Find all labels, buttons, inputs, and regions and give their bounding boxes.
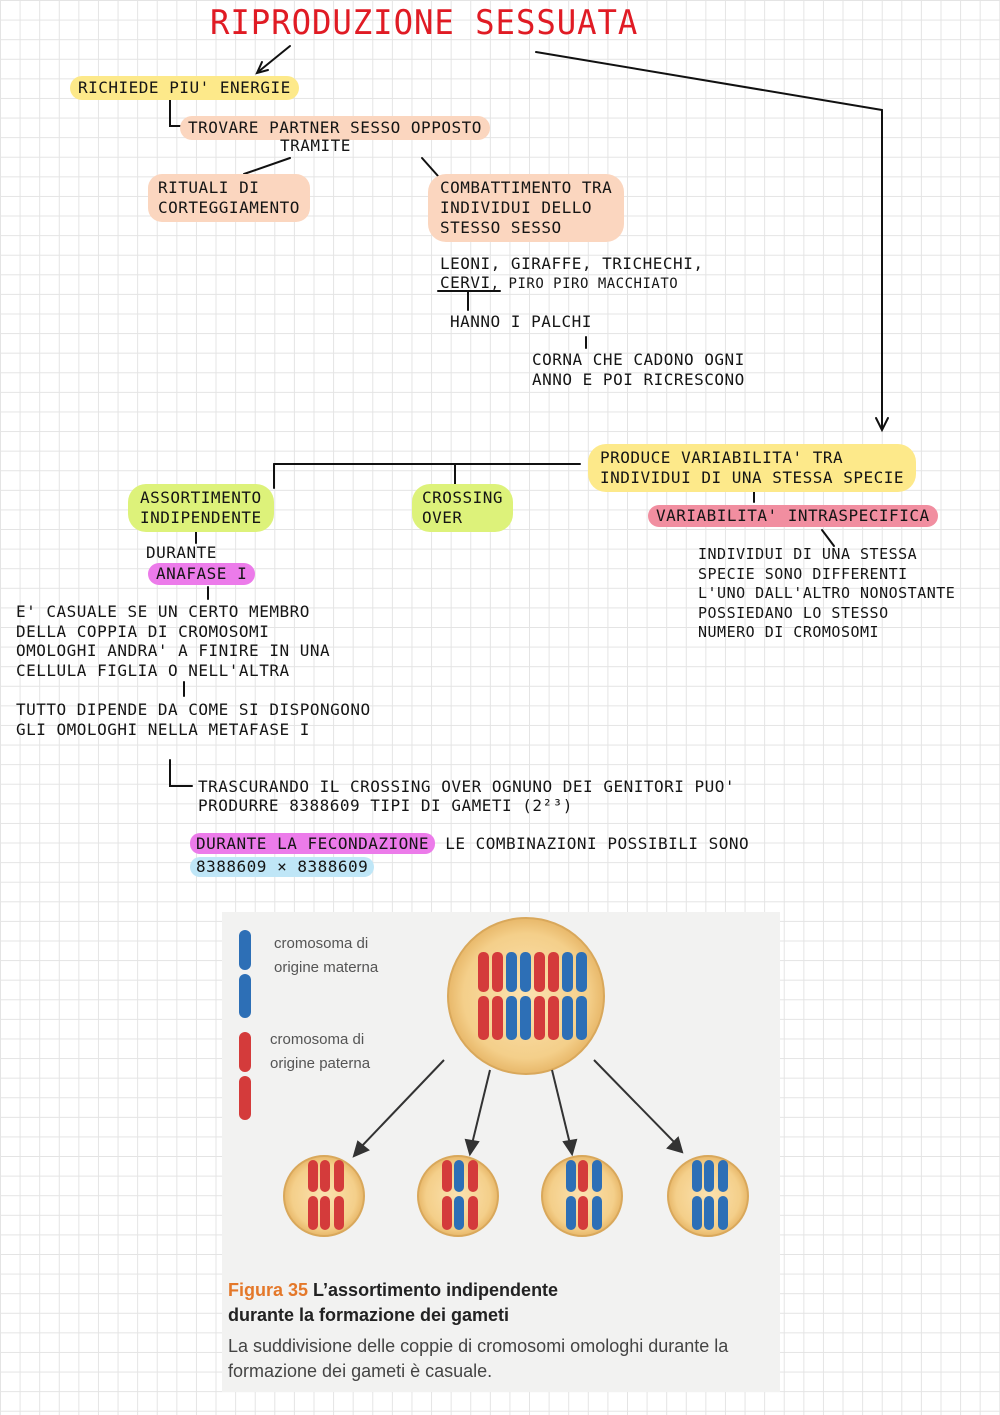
casual-line-3: OMOLOGHI ANDRA' A FINIRE IN UNA [16, 641, 331, 660]
fecondazione-label: DURANTE LA FECONDAZIONE [190, 833, 436, 854]
gamete-cell-3 [541, 1155, 623, 1237]
figure-title-line-2: durante la formazione dei gameti [228, 1305, 510, 1325]
assortment-box: ASSORTIMENTO INDIPENDENTE [128, 484, 274, 532]
fight-line-1: COMBATTIMENTO TRA [440, 178, 613, 197]
corna-line-2: ANNO E POI RICRESCONO [532, 370, 745, 389]
connector-lines [169, 45, 889, 787]
crossing-line-2: OVER [422, 508, 463, 527]
intra-desc-line-3: L'UNO DALL'ALTRO NONOSTANTE [698, 584, 956, 602]
combinations-label: LE COMBINAZIONI POSSIBILI SONO [435, 834, 750, 853]
animals-line-1: LEONI, GIRAFFE, TRICHECHI, [440, 254, 704, 273]
fight-line-3: STESSO SESSO [440, 218, 562, 237]
rituals-box: RITUALI DI CORTEGGIAMENTO [148, 174, 310, 222]
anafase-label: ANAFASE I [148, 563, 256, 585]
casual-line-1: E' CASUALE SE UN CERTO MEMBRO [16, 602, 310, 621]
casual-line-2: DELLA COPPIA DI CROMOSOMI [16, 621, 270, 641]
intra-desc-line-4: POSSIEDANO LO STESSO [698, 603, 889, 622]
rituals-line-2: CORTEGGIAMENTO [158, 198, 300, 217]
legend-maternal-line-2: origine materna [274, 959, 379, 976]
figure-illustration [239, 917, 749, 1237]
gamete-cell-2 [417, 1155, 499, 1237]
crossing-box: CROSSING OVER [412, 484, 514, 532]
fecondazione-line: DURANTE LA FECONDAZIONE LE COMBINAZIONI … [190, 833, 750, 854]
durante-label: DURANTE [146, 543, 217, 562]
textbook-figure: cromosoma di origine materna cromosoma d… [222, 912, 780, 1392]
assortment-line-2: INDIPENDENTE [140, 508, 262, 527]
intraspecific-desc: INDIVIDUI DI UNA STESSA SPECIE SONO DIFF… [698, 545, 955, 643]
intra-desc-line-5: NUMERO DI CROMOSOMI [698, 623, 880, 641]
legend-maternal-chromosome [239, 930, 251, 1018]
crossing-line-1: CROSSING [422, 488, 504, 507]
assortment-line-1: ASSORTIMENTO [140, 488, 262, 507]
variability-box: PRODUCE VARIABILITA' TRA INDIVIDUI DI UN… [588, 444, 916, 492]
intra-desc-line-2: SPECIE SONO DIFFERENTI [698, 564, 908, 583]
fight-line-2: INDIVIDUI DELLO [440, 198, 592, 217]
intraspecific-label: VARIABILITA' INTRASPECIFICA [648, 505, 938, 527]
depends-line-1: TUTTO DIPENDE DA COME SI DISPONGONO [16, 700, 371, 719]
gamete-cell-1 [283, 1155, 365, 1237]
parent-cell [447, 917, 605, 1075]
fight-box: COMBATTIMENTO TRA INDIVIDUI DELLO STESSO… [428, 174, 625, 242]
depends-text: TUTTO DIPENDE DA COME SI DISPONGONO GLI … [16, 700, 371, 739]
page-title: RIPRODUZIONE SESSUATA [210, 3, 639, 43]
legend-maternal-line-1: cromosoma di [274, 935, 369, 952]
partner-label: TROVARE PARTNER SESSO OPPOSTO [180, 116, 490, 140]
figure-description: La suddivisione delle coppie di cromosom… [228, 1336, 729, 1381]
cervi-label: CERVI [440, 273, 491, 292]
palchi-label: HANNO I PALCHI [450, 312, 592, 331]
tramite-label: TRAMITE [280, 136, 351, 155]
ignoring-line-2: PRODURRE 8388609 TIPI DI GAMETI (2²³) [198, 796, 573, 815]
legend-paternal-line-1: cromosoma di [270, 1031, 365, 1048]
intra-desc-line-1: INDIVIDUI DI UNA STESSA [698, 545, 918, 563]
product-label: 8388609 × 8388609 [190, 857, 375, 877]
ignoring-text: TRASCURANDO IL CROSSING OVER OGNUNO DEI … [198, 777, 735, 815]
energy-label: RICHIEDE PIU' ENERGIE [70, 76, 299, 100]
variability-line-2: INDIVIDUI DI UNA STESSA SPECIE [600, 468, 904, 487]
depends-line-2: GLI OMOLOGHI NELLA METAFASE I [16, 719, 310, 739]
legend-paternal-chromosome [239, 1032, 251, 1120]
piro-label: , PIRO PIRO MACCHIATO [490, 276, 679, 292]
legend-maternal-text: cromosoma di origine materna [274, 932, 378, 980]
gamete-cell-4 [667, 1155, 749, 1237]
variability-line-1: PRODUCE VARIABILITA' TRA [600, 448, 844, 467]
legend-paternal-text: cromosoma di origine paterna [270, 1028, 370, 1076]
corna-line-1: CORNA CHE CADONO OGNI [532, 350, 745, 369]
casual-text: E' CASUALE SE UN CERTO MEMBRO DELLA COPP… [16, 602, 330, 680]
animals-line-2: CERVI, PIRO PIRO MACCHIATO [440, 273, 678, 294]
corna-box: CORNA CHE CADONO OGNI ANNO E POI RICRESC… [532, 350, 745, 390]
figure-title-line-1: L’assortimento indipendente [308, 1280, 559, 1300]
figure-caption: Figura 35 L’assortimento indipendente du… [228, 1278, 768, 1384]
ignoring-line-1: TRASCURANDO IL CROSSING OVER OGNUNO DEI … [198, 777, 736, 796]
figure-number: Figura 35 [228, 1280, 309, 1300]
legend-paternal-line-2: origine paterna [270, 1055, 371, 1072]
casual-line-4: CELLULA FIGLIA O NELL'ALTRA [16, 660, 290, 680]
rituals-line-1: RITUALI DI [158, 178, 260, 197]
division-arrows [352, 1059, 684, 1158]
